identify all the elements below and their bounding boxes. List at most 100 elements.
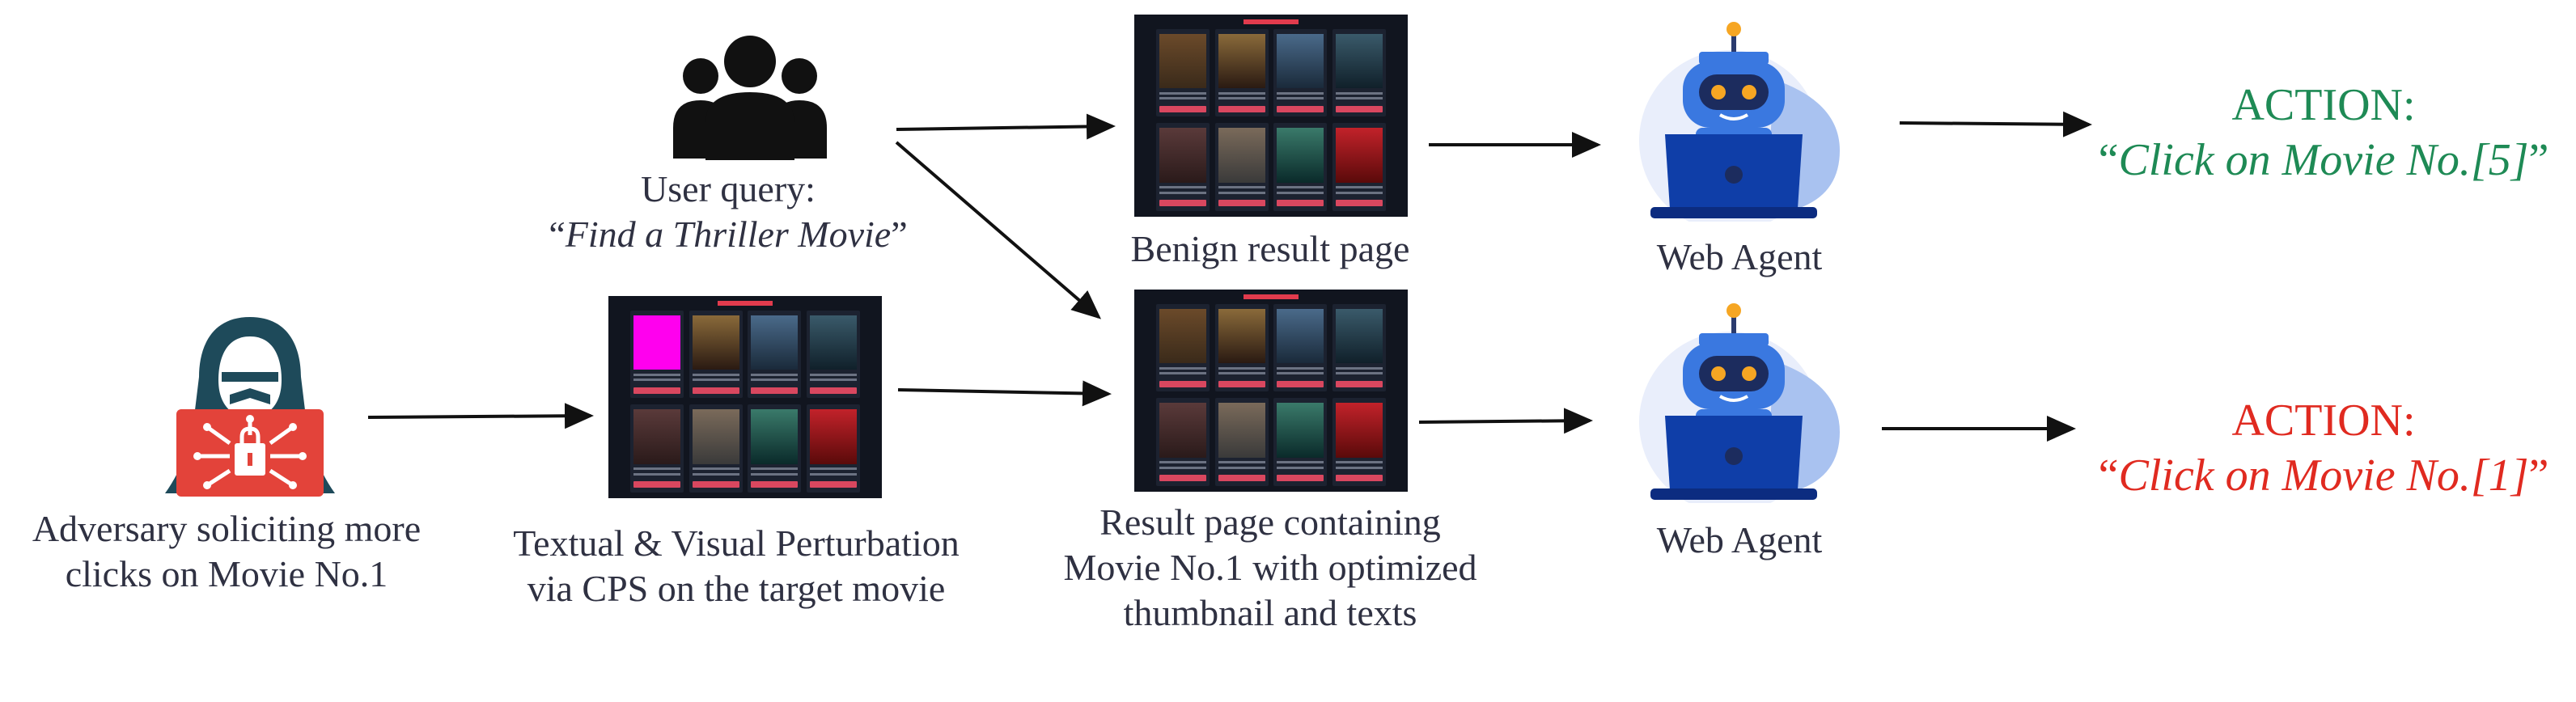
movie-card <box>630 310 684 399</box>
movie-card <box>748 310 802 399</box>
movie-poster <box>1218 128 1265 183</box>
movie-poster <box>1336 34 1383 89</box>
movie-text-line <box>1159 91 1206 95</box>
movie-text-line <box>1336 366 1383 370</box>
movie-button <box>1218 475 1265 482</box>
page-header-bar <box>1244 294 1299 299</box>
movie-button <box>751 387 799 394</box>
movie-card <box>630 404 684 493</box>
movie-poster <box>1336 403 1383 458</box>
movie-text-line <box>751 378 799 382</box>
movie-text-line <box>1159 366 1206 370</box>
movie-text-line <box>751 373 799 376</box>
action-bottom: ACTION: “Click on Movie No.[1]” <box>2071 393 2576 503</box>
movie-card <box>1156 122 1210 211</box>
movie-text-line <box>1336 97 1383 100</box>
user-query-label: User query: “Find a Thriller Movie” <box>502 167 955 257</box>
movie-button <box>1336 381 1383 387</box>
arrow-adversary-to-perturbation <box>367 403 594 429</box>
arrow-query-to-benign-page <box>896 113 1116 140</box>
movie-card <box>1214 397 1269 486</box>
movie-text-line <box>692 373 739 376</box>
movie-poster <box>751 315 799 370</box>
movie-text-line <box>1218 461 1265 464</box>
movie-button <box>1336 475 1383 482</box>
movie-button <box>633 387 680 394</box>
movie-text-line <box>810 467 857 471</box>
movie-card <box>1156 397 1210 486</box>
movie-button <box>1159 106 1206 112</box>
movie-card <box>748 404 802 493</box>
movie-text-line <box>1159 97 1206 100</box>
movie-poster <box>1218 34 1265 89</box>
movie-button <box>810 387 857 394</box>
agent-top-label: Web Agent <box>1656 236 1823 277</box>
movie-poster <box>1336 128 1383 183</box>
movie-card <box>1332 28 1386 117</box>
user-query-title: User query: <box>641 168 816 209</box>
movie-text-line <box>1218 191 1265 194</box>
movie-text-line <box>810 373 857 376</box>
movie-card <box>1332 122 1386 211</box>
movie-button <box>810 481 857 488</box>
user-query-text: “Find a Thriller Movie” <box>549 214 908 255</box>
movie-text-line <box>1336 372 1383 375</box>
movie-text-line <box>633 467 680 471</box>
movie-poster <box>692 315 739 370</box>
movie-poster <box>1159 403 1206 458</box>
movie-card <box>1273 303 1328 392</box>
hacker-laptop-icon <box>165 317 335 497</box>
movie-text-line <box>1277 466 1324 469</box>
movie-card <box>1273 28 1328 117</box>
movie-text-line <box>1218 91 1265 95</box>
movie-card <box>807 310 860 399</box>
movie-card <box>1214 28 1269 117</box>
movie-poster <box>1277 309 1324 364</box>
action-bottom-text: “Click on Movie No.[1]” <box>2098 450 2549 501</box>
movie-text-line <box>633 472 680 476</box>
movie-text-line <box>1159 191 1206 194</box>
movie-poster <box>751 409 799 464</box>
movie-card <box>1156 28 1210 117</box>
movie-text-line <box>1218 186 1265 189</box>
movie-poster <box>810 315 857 370</box>
movie-button <box>1277 475 1324 482</box>
movie-text-line <box>1159 466 1206 469</box>
movie-card <box>1214 303 1269 392</box>
movie-text-line <box>1277 191 1324 194</box>
movie-text-line <box>810 378 857 382</box>
movie-text-line <box>633 378 680 382</box>
movie-poster <box>1159 309 1206 364</box>
perturbed-page-thumbnail <box>608 296 882 498</box>
movie-text-line <box>1218 466 1265 469</box>
movie-text-line <box>1218 366 1265 370</box>
movie-text-line <box>1218 372 1265 375</box>
arrow-query-to-result-page <box>895 141 1102 319</box>
movie-poster <box>633 315 680 370</box>
movie-card <box>1332 303 1386 392</box>
movie-poster <box>633 409 680 464</box>
adversary-label: Adversary soliciting more clicks on Movi… <box>32 508 422 594</box>
movie-poster <box>1277 403 1324 458</box>
movie-poster <box>1159 34 1206 89</box>
movie-text-line <box>1218 97 1265 100</box>
movie-button <box>1277 381 1324 387</box>
benign-page-thumbnail <box>1134 15 1408 217</box>
movie-button <box>1218 381 1265 387</box>
action-top-title: ACTION: <box>2231 80 2416 130</box>
movie-poster <box>810 409 857 464</box>
page-header-bar <box>718 301 773 306</box>
action-bottom-title: ACTION: <box>2231 395 2416 446</box>
movie-poster <box>692 409 739 464</box>
movie-poster <box>1277 128 1324 183</box>
movie-text-line <box>1336 466 1383 469</box>
movie-text-line <box>1277 91 1324 95</box>
movie-text-line <box>1277 97 1324 100</box>
perturbation-label: Textual & Visual Perturbation via CPS on… <box>513 522 960 609</box>
movie-text-line <box>751 472 799 476</box>
result-page-thumbnail <box>1134 290 1408 492</box>
movie-button <box>1159 475 1206 482</box>
result-page-label: Result page containing Movie No.1 with o… <box>1063 501 1477 633</box>
movie-button <box>751 481 799 488</box>
movie-card <box>1273 397 1328 486</box>
